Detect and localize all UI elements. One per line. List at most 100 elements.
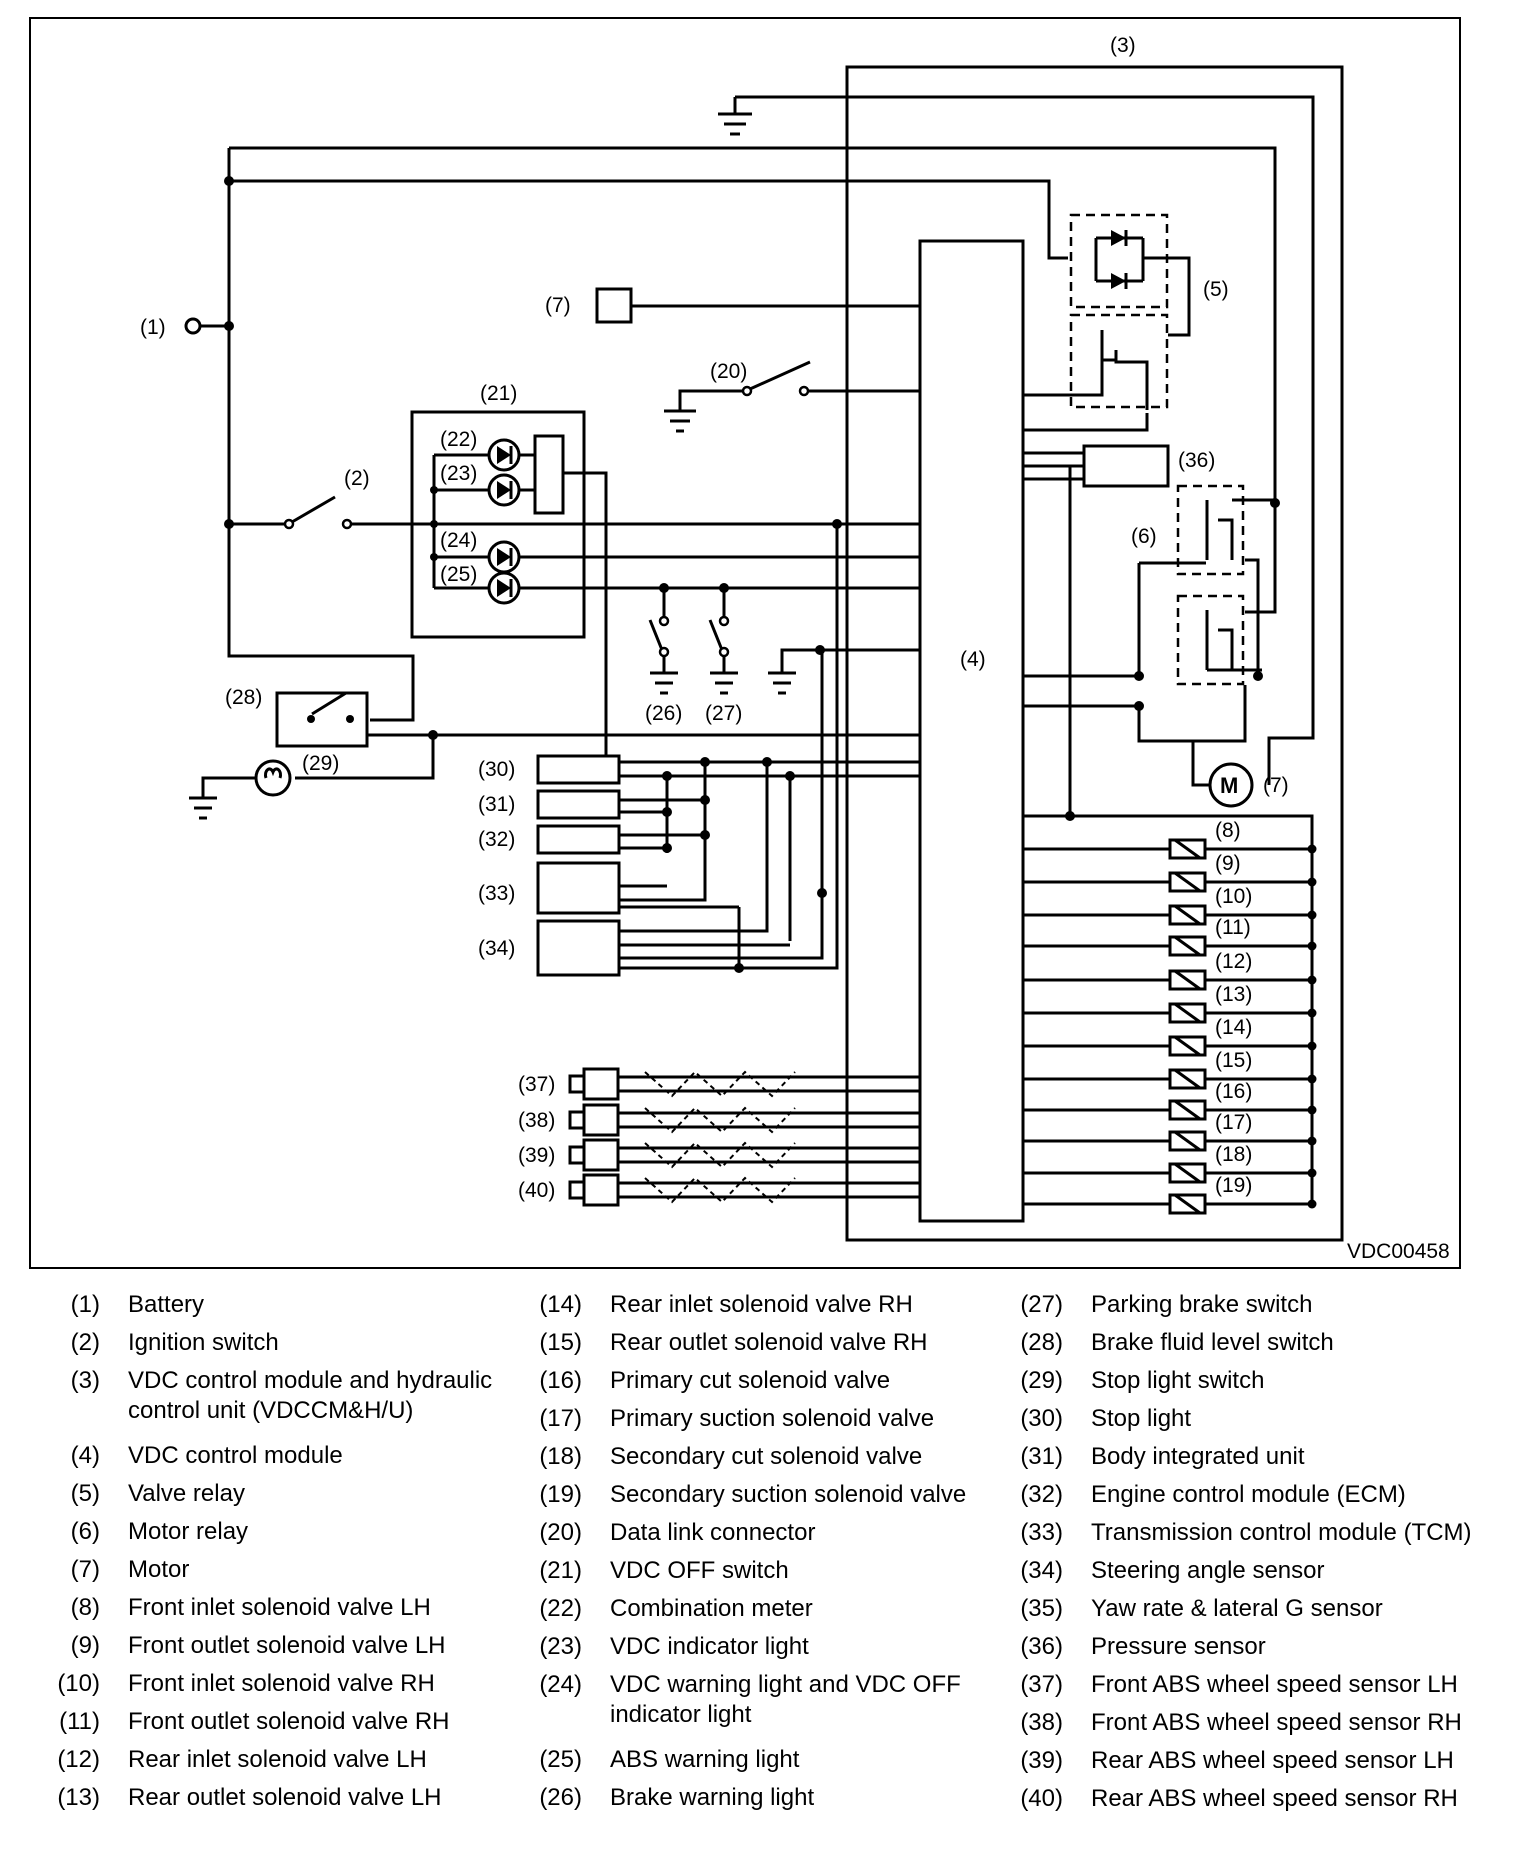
wss-callout: (40): [518, 1179, 555, 1202]
legend-number: (21): [539, 1557, 582, 1584]
legend-number: (35): [1020, 1595, 1063, 1622]
valve-callout: (10): [1215, 885, 1252, 908]
legend-label: VDC OFF switch: [610, 1557, 789, 1584]
legend-item: (2)Ignition switch: [40, 1328, 520, 1366]
legend-number: (22): [539, 1595, 582, 1622]
legend-label: Parking brake switch: [1091, 1291, 1313, 1318]
legend-number: (29): [1020, 1367, 1063, 1394]
callout-6: (6): [1131, 525, 1157, 548]
solenoid-valve: (18): [1023, 1143, 1317, 1184]
legend-number: (4): [70, 1442, 100, 1469]
legend-label: VDC indicator light: [610, 1633, 809, 1660]
ground-symbol-top: [718, 97, 752, 136]
legend-number: (39): [1020, 1747, 1063, 1774]
ignition-switch-blade: [291, 495, 336, 524]
legend-number: (10): [57, 1670, 100, 1697]
legend: (1)Battery(2)Ignition switch(3)VDC contr…: [40, 1290, 1510, 1840]
legend-item: (9)Front outlet solenoid valve LH: [40, 1631, 520, 1669]
legend-number: (13): [57, 1784, 100, 1811]
legend-number: (23): [539, 1633, 582, 1660]
wheel-speed-sensor: (39): [518, 1138, 920, 1172]
solenoid-valve: (12): [1023, 950, 1317, 991]
solenoid-valve: (19): [1023, 1174, 1317, 1215]
legend-item: (24)VDC warning light and VDC OFF indica…: [522, 1670, 1012, 1745]
legend-label: Rear inlet solenoid valve LH: [128, 1746, 427, 1773]
legend-item: (19) Secondary suction solenoid valve: [522, 1480, 1012, 1518]
solenoid-valve: (15): [1023, 1049, 1317, 1090]
valve-relay-diode-box: [1069, 213, 1169, 309]
combination-meter: [410, 410, 586, 639]
diagram-frame: [29, 17, 1461, 1269]
legend-item: (37)Front ABS wheel speed sensor LH: [1003, 1670, 1503, 1708]
legend-label: Secondary suction solenoid valve: [610, 1481, 967, 1508]
valve-callout: (8): [1215, 819, 1241, 842]
callout-25: (24): [440, 529, 477, 552]
legend-number: (26): [539, 1784, 582, 1811]
legend-item: (20)Data link connector: [522, 1518, 1012, 1556]
valve-callout: (14): [1215, 1016, 1252, 1039]
legend-item: (12)Rear inlet solenoid valve LH: [40, 1745, 520, 1783]
callout-2: (2): [344, 467, 370, 490]
tcm: [536, 824, 621, 855]
abs-warning-light: [487, 540, 521, 574]
legend-item: (4) VDC control module: [40, 1441, 520, 1479]
valve-callout: (13): [1215, 983, 1252, 1006]
legend-item: (10)Front inlet solenoid valve RH: [40, 1669, 520, 1707]
legend-number: (3): [70, 1367, 100, 1394]
legend-label: ABS warning light: [610, 1746, 800, 1773]
callout-7: (7): [1263, 774, 1289, 797]
callout-28: (27): [705, 702, 742, 725]
legend-label: Front ABS wheel speed sensor RH: [1091, 1709, 1462, 1736]
legend-item: (3)VDC control module and hydraulic cont…: [40, 1366, 520, 1441]
legend-number: (20): [539, 1519, 582, 1546]
legend-item: (38)Front ABS wheel speed sensor RH: [1003, 1708, 1503, 1746]
valve-callout: (17): [1215, 1111, 1252, 1134]
vdc-warning-light: [487, 473, 521, 507]
callout-1: (1): [140, 316, 166, 339]
legend-label: Transmission control module (TCM): [1091, 1519, 1472, 1546]
legend-label: Rear ABS wheel speed sensor LH: [1091, 1747, 1454, 1774]
legend-label: VDC control module: [128, 1442, 343, 1469]
legend-number: (6): [70, 1518, 100, 1545]
legend-item: (15)Rear outlet solenoid valve RH: [522, 1328, 1012, 1366]
legend-number: (36): [1020, 1633, 1063, 1660]
figure-code: VDC00458: [1347, 1240, 1450, 1263]
legend-item: (40)Rear ABS wheel speed sensor RH: [1003, 1784, 1503, 1822]
solenoid-valve: (14): [1023, 1016, 1317, 1057]
legend-item: (13)Rear outlet solenoid valve LH: [40, 1783, 520, 1821]
legend-item: (16)Primary cut solenoid valve: [522, 1366, 1012, 1404]
legend-column-2: (14)Rear inlet solenoid valve RH(15)Rear…: [522, 1290, 1012, 1821]
legend-number: (19): [539, 1481, 582, 1508]
legend-number: (27): [1020, 1291, 1063, 1318]
legend-label: Ignition switch: [128, 1329, 279, 1356]
legend-item: (21) VDC OFF switch: [522, 1556, 1012, 1594]
legend-number: (32): [1020, 1481, 1063, 1508]
callout-22: (21): [480, 382, 517, 405]
wss-callout: (38): [518, 1109, 555, 1132]
legend-label: Rear ABS wheel speed sensor RH: [1091, 1785, 1458, 1812]
legend-label: Secondary cut solenoid valve: [610, 1443, 923, 1470]
legend-item: (33)Transmission control module (TCM): [1003, 1518, 1503, 1556]
callout-33: (32): [478, 828, 515, 851]
solenoid-valve: (9): [1023, 852, 1317, 893]
legend-number: (25): [539, 1746, 582, 1773]
vdc-control-module: [918, 239, 1025, 1223]
legend-number: (37): [1020, 1671, 1063, 1698]
legend-label: Engine control module (ECM): [1091, 1481, 1406, 1508]
body-integrated-unit: [536, 754, 621, 785]
legend-number: (7): [70, 1556, 100, 1583]
wheel-speed-sensor: (40): [518, 1173, 920, 1207]
legend-item: (35)Yaw rate & lateral G sensor: [1003, 1594, 1503, 1632]
callout-20: (7): [545, 294, 571, 317]
legend-item: (7)Motor: [40, 1555, 520, 1593]
valve-callout: (16): [1215, 1080, 1252, 1103]
ignition-switch-contact: [283, 518, 295, 530]
callout-27: (26): [645, 702, 682, 725]
legend-item: (25) ABS warning light: [522, 1745, 1012, 1783]
valve-callout: (18): [1215, 1143, 1252, 1166]
legend-label: Front outlet solenoid valve LH: [128, 1632, 446, 1659]
brake-fluid-level-switch: [718, 615, 730, 627]
legend-number: (1): [70, 1291, 100, 1318]
legend-item: (34)Steering angle sensor: [1003, 1556, 1503, 1594]
stop-light-switch: [275, 691, 369, 748]
